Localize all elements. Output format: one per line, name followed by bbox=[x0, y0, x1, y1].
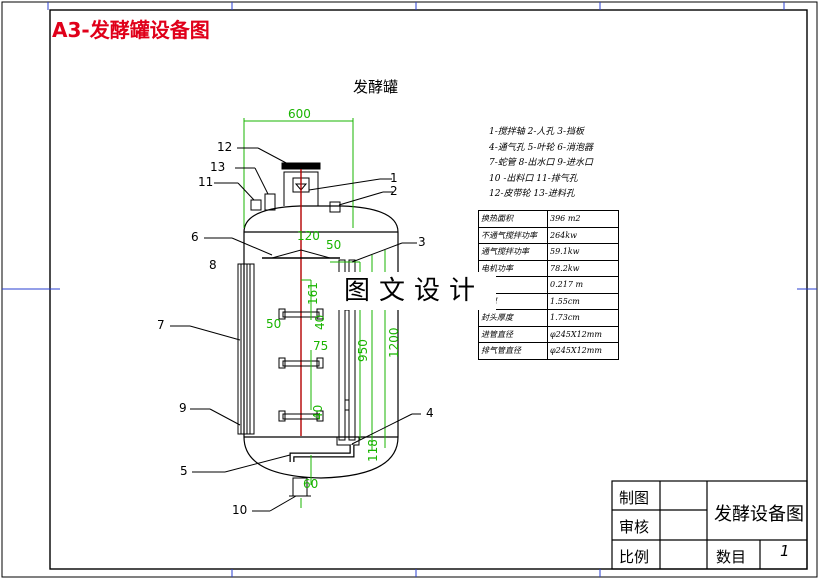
callout-9: 9 bbox=[179, 401, 187, 415]
tb-checked-label: 审核 bbox=[619, 518, 650, 536]
dim-950: 950 bbox=[356, 339, 370, 362]
callout-2: 2 bbox=[390, 184, 398, 198]
impellers bbox=[278, 308, 324, 422]
spec-key: 换热面积 bbox=[478, 210, 548, 228]
callout-7: 7 bbox=[157, 318, 165, 332]
leader-lines bbox=[170, 147, 421, 512]
spec-value: 0.217 m bbox=[547, 276, 619, 294]
spec-row: 0.217 m bbox=[478, 276, 619, 294]
spec-key: 不通气搅拌功率 bbox=[478, 226, 548, 244]
title-block-grid bbox=[611, 480, 808, 570]
callout-5: 5 bbox=[180, 464, 188, 478]
tb-quantity-value: 1 bbox=[780, 542, 790, 560]
spec-row: 壁厚1.55cm bbox=[478, 292, 619, 310]
callout-3: 3 bbox=[418, 235, 426, 249]
tb-drawn-label: 制图 bbox=[619, 489, 650, 507]
callout-12: 12 bbox=[217, 140, 233, 154]
watermark: 图文设计 bbox=[332, 272, 496, 310]
spec-value: 396 m2 bbox=[547, 210, 619, 228]
dim-118: 118 bbox=[366, 439, 380, 462]
spec-key: 通气搅拌功率 bbox=[478, 243, 548, 261]
dim-161: 161 bbox=[306, 282, 320, 305]
tb-scale-label: 比例 bbox=[619, 548, 650, 566]
sparger bbox=[289, 445, 355, 462]
sheet-title: A3-发酵罐设备图 bbox=[52, 18, 210, 42]
callout-6: 6 bbox=[191, 230, 199, 244]
dim-width: 600 bbox=[288, 107, 311, 121]
callout-8: 8 bbox=[209, 258, 217, 272]
callout-13: 13 bbox=[210, 160, 226, 174]
dim-1200: 1200 bbox=[387, 327, 401, 358]
dim-60: 60 bbox=[303, 477, 319, 491]
dim-40-lower: 40 bbox=[311, 404, 325, 420]
cooling-coil bbox=[237, 263, 255, 435]
dimension-lines bbox=[243, 118, 386, 508]
spec-key: 排气管直径 bbox=[478, 342, 548, 360]
dim-75: 75 bbox=[313, 339, 329, 353]
callout-10: 10 bbox=[232, 503, 248, 517]
dim-50b: 50 bbox=[266, 317, 282, 331]
spec-key: 进管直径 bbox=[478, 325, 548, 343]
callout-4: 4 bbox=[426, 406, 434, 420]
dim-40: 40 bbox=[313, 314, 327, 330]
legend-line-5: 12-皮带轮 13-进料孔 bbox=[489, 189, 575, 199]
spec-value: 59.1kw bbox=[547, 243, 619, 261]
legend-line-1: 1-搅拌轴 2-人孔 3-挡板 bbox=[489, 127, 585, 137]
spec-value: 264kw bbox=[547, 226, 619, 244]
spec-value: 1.55cm bbox=[547, 292, 619, 310]
tb-quantity-label: 数目 bbox=[716, 548, 747, 566]
spec-value: φ245X12mm bbox=[547, 325, 619, 343]
callout-1: 1 bbox=[390, 171, 398, 185]
callout-11: 11 bbox=[198, 175, 214, 189]
tb-drawing-name: 发酵设备图 bbox=[714, 504, 804, 525]
legend-line-2: 4-通气孔 5-叶轮 6-消泡器 bbox=[489, 143, 594, 153]
spec-value: 1.73cm bbox=[547, 309, 619, 327]
dim-50a: 50 bbox=[326, 238, 342, 252]
dim-120: 120 bbox=[297, 229, 320, 243]
spec-value: φ245X12mm bbox=[547, 342, 619, 360]
legend-line-4: 10 -出料口 11-排气孔 bbox=[489, 174, 578, 184]
drawing-title: 发酵罐 bbox=[353, 78, 399, 96]
spec-value: 78.2kw bbox=[547, 259, 619, 277]
spec-key: 封头厚度 bbox=[478, 309, 548, 327]
legend-line-3: 7-蛇管 8-出水口 9-进水口 bbox=[489, 158, 594, 168]
